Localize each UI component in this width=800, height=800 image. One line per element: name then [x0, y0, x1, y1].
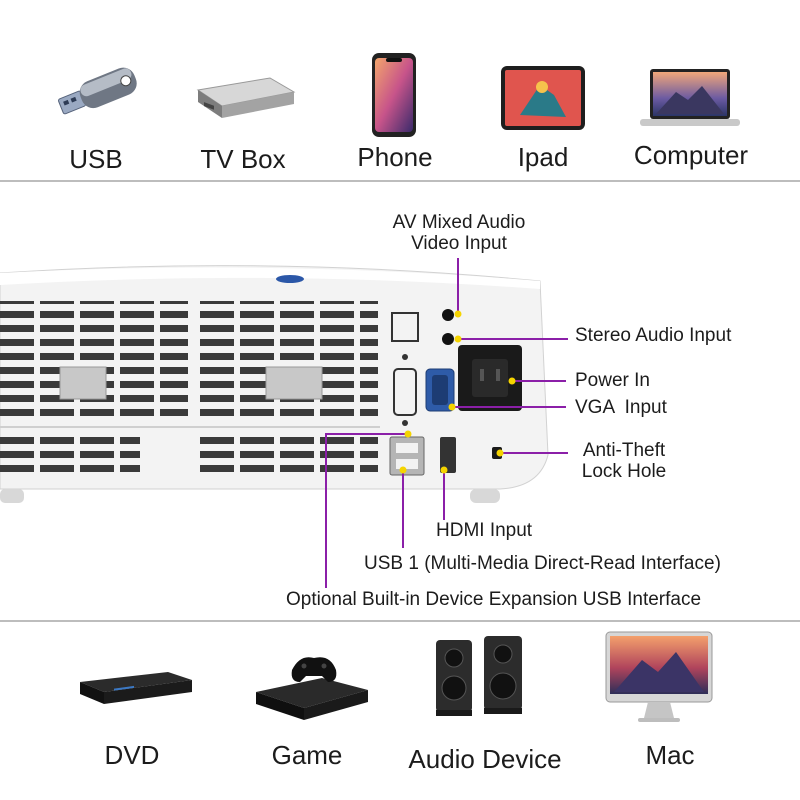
top-device-label-usb: USB	[69, 144, 123, 174]
imac-icon	[604, 630, 714, 731]
av-input-label: AV Mixed Audio Video Input	[386, 212, 532, 254]
bottom-device-label-audio-device: Audio Device	[408, 744, 562, 774]
tv-box-icon	[190, 72, 300, 127]
dvd-player-icon	[76, 668, 194, 717]
av-input-label-line1: AV Mixed Audio	[392, 212, 526, 233]
top-device-label-computer: Computer	[633, 140, 749, 170]
game-console-icon	[252, 652, 372, 727]
stereo-port-dot	[454, 335, 462, 343]
smartphone-icon	[371, 52, 417, 143]
usb1-port-dot	[399, 466, 407, 474]
usb-flash-drive-icon	[52, 62, 144, 127]
top-device-label-ipad: Ipad	[517, 142, 569, 172]
vga-input-label: VGA Input	[575, 397, 667, 418]
hdmi-input-label: HDMI Input	[436, 520, 533, 541]
power-in-label: Power In	[575, 370, 650, 391]
power-port-dot	[508, 377, 516, 385]
optional-callout-line	[325, 433, 408, 588]
bottom-device-label-mac: Mac	[645, 740, 695, 770]
top-divider	[0, 180, 800, 182]
bottom-divider	[0, 620, 800, 622]
bottom-device-label-game: Game	[271, 740, 343, 770]
hdmi-port-dot	[440, 466, 448, 474]
av-port-dot	[454, 310, 462, 318]
anti-theft-label-line2: Lock Hole	[581, 461, 667, 482]
av-input-label-line2: Video Input	[411, 233, 507, 254]
top-device-label-phone: Phone	[357, 142, 433, 172]
tablet-icon	[500, 65, 586, 136]
stereo-audio-label: Stereo Audio Input	[575, 325, 732, 346]
optional-usb-label: Optional Built-in Device Expansion USB I…	[286, 589, 702, 610]
vga-port-dot	[448, 403, 456, 411]
top-device-label-tv-box: TV Box	[200, 144, 286, 174]
usb1-label: USB 1 (Multi-Media Direct-Read Interface…	[364, 553, 721, 574]
bottom-device-label-dvd: DVD	[104, 740, 160, 770]
speakers-icon	[432, 634, 528, 723]
optional-usb-port-dot	[404, 430, 412, 438]
anti-theft-label-line1: Anti-Theft	[582, 440, 666, 461]
laptop-icon	[640, 68, 740, 133]
antitheft-port-dot	[496, 449, 504, 457]
anti-theft-label: Anti-Theft Lock Hole	[570, 440, 678, 482]
